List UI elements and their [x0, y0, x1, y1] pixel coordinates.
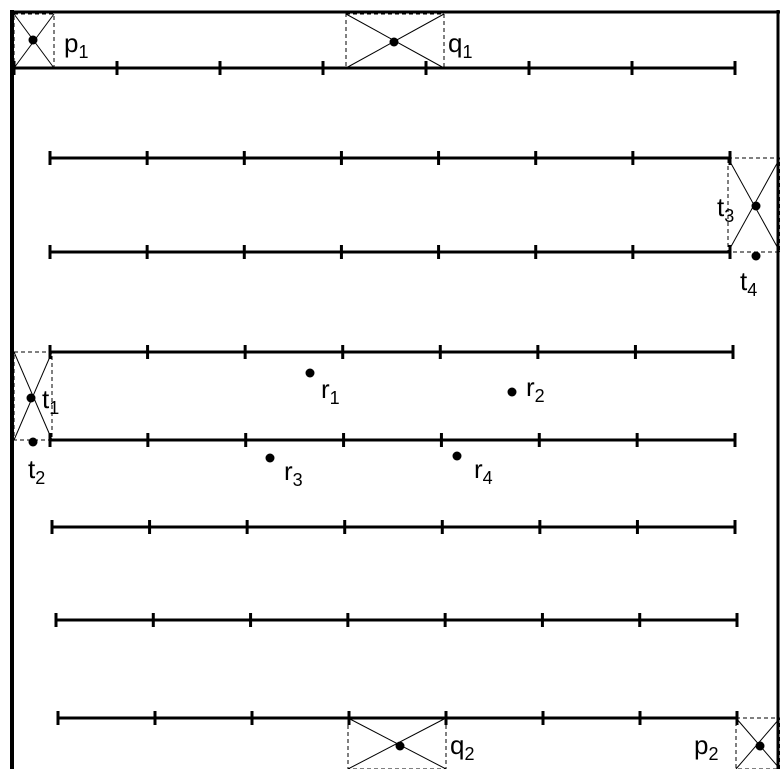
label-p2: p2	[694, 730, 719, 764]
dashed-box	[347, 717, 447, 769]
dashed-box	[345, 13, 445, 69]
label-q2: q2	[450, 730, 475, 764]
label-t4: t4	[740, 266, 758, 300]
label-t1: t1	[42, 384, 60, 418]
label-t3: t3	[717, 192, 735, 226]
location-dot	[751, 201, 761, 211]
label-r3: r3	[284, 456, 303, 490]
location-points	[26, 35, 765, 751]
location-dot	[26, 393, 36, 403]
label-r4: r4	[474, 454, 493, 488]
dashed-box	[735, 717, 780, 769]
location-dot	[755, 741, 765, 751]
label-r2: r2	[526, 372, 545, 406]
location-dot	[751, 251, 761, 261]
label-t2: t2	[28, 454, 46, 488]
dashed-box	[13, 13, 55, 69]
location-dot	[507, 387, 517, 397]
label-q1: q1	[448, 28, 473, 62]
location-dot	[265, 453, 275, 463]
location-dot	[389, 37, 399, 47]
label-p1: p1	[64, 28, 89, 62]
aisle-rows	[12, 61, 739, 725]
location-dot	[305, 368, 315, 378]
cross-aisle-boxes	[13, 13, 780, 769]
location-dot	[395, 741, 405, 751]
location-dot	[452, 451, 462, 461]
location-dot	[28, 35, 38, 45]
label-r1: r1	[321, 374, 340, 408]
location-dot	[28, 437, 38, 447]
